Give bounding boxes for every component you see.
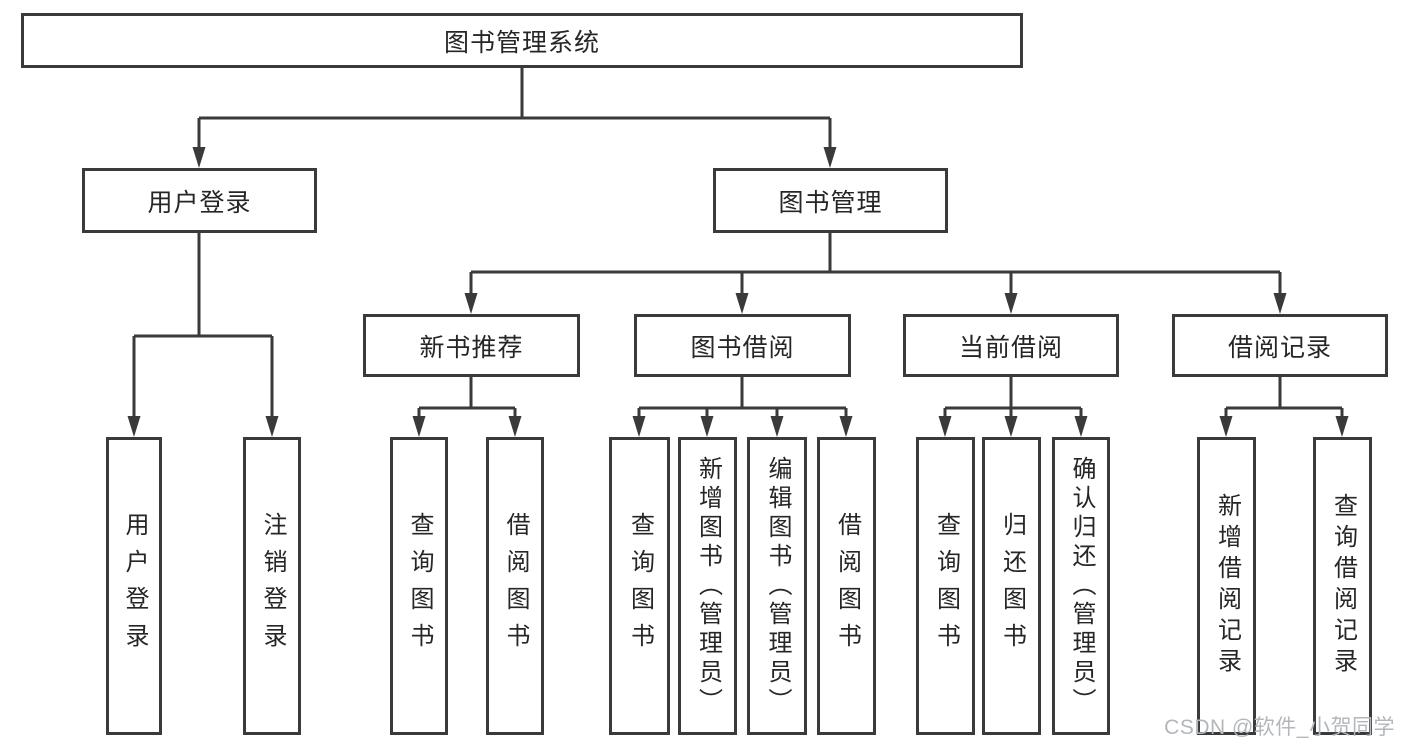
node-label: 编辑图书（管理员）	[764, 455, 791, 717]
node-label: 查询图书	[406, 512, 433, 660]
node-book-borrowing: 图书借阅	[634, 314, 851, 377]
node-label: 借阅图书	[502, 512, 529, 660]
node-query-books-current: 查询图书	[916, 437, 975, 735]
node-label: 新增图书（管理员）	[694, 455, 722, 717]
node-book-management: 图书管理	[713, 168, 948, 233]
node-label: 查询借阅记录	[1329, 493, 1357, 679]
node-user-login-leaf: 用户登录	[106, 437, 162, 735]
csdn-watermark: CSDN @软件_小贺同学	[1164, 716, 1395, 739]
node-edit-book-admin: 编辑图书（管理员）	[747, 437, 807, 735]
node-confirm-return-admin: 确认归还（管理员）	[1052, 437, 1110, 735]
node-query-books-borrowing: 查询图书	[609, 437, 670, 735]
node-label: 注销登录	[259, 512, 286, 660]
node-user-login: 用户登录	[82, 168, 317, 233]
node-label: 确认归还（管理员）	[1068, 455, 1095, 717]
node-library-management-system: 图书管理系统	[21, 13, 1023, 68]
node-label: 归还图书	[998, 512, 1026, 660]
node-label: 当前借阅	[958, 333, 1063, 362]
node-label: 图书管理	[778, 188, 883, 217]
node-borrow-books-recommend: 借阅图书	[486, 437, 544, 735]
node-borrow-books-borrowing: 借阅图书	[817, 437, 876, 735]
node-label: 借阅图书	[833, 512, 861, 660]
node-current-borrowing: 当前借阅	[903, 314, 1119, 377]
node-label: 图书借阅	[690, 333, 795, 362]
node-label: 查询图书	[932, 512, 960, 660]
node-borrowing-records: 借阅记录	[1172, 314, 1388, 377]
node-label: 查询图书	[626, 512, 654, 660]
node-query-borrow-record: 查询借阅记录	[1313, 437, 1372, 735]
node-add-borrow-record: 新增借阅记录	[1197, 437, 1256, 735]
node-label: 新书推荐	[419, 333, 524, 362]
node-add-book-admin: 新增图书（管理员）	[678, 437, 737, 735]
node-label: 新增借阅记录	[1213, 493, 1241, 679]
node-return-book: 归还图书	[982, 437, 1041, 735]
node-logout: 注销登录	[243, 437, 301, 735]
node-new-book-recommend: 新书推荐	[363, 314, 580, 377]
node-label: 借阅记录	[1227, 333, 1332, 362]
node-label: 用户登录	[121, 512, 148, 660]
node-label: 用户登录	[147, 188, 252, 217]
node-query-books-recommend: 查询图书	[390, 437, 448, 735]
node-label: 图书管理系统	[443, 28, 600, 57]
